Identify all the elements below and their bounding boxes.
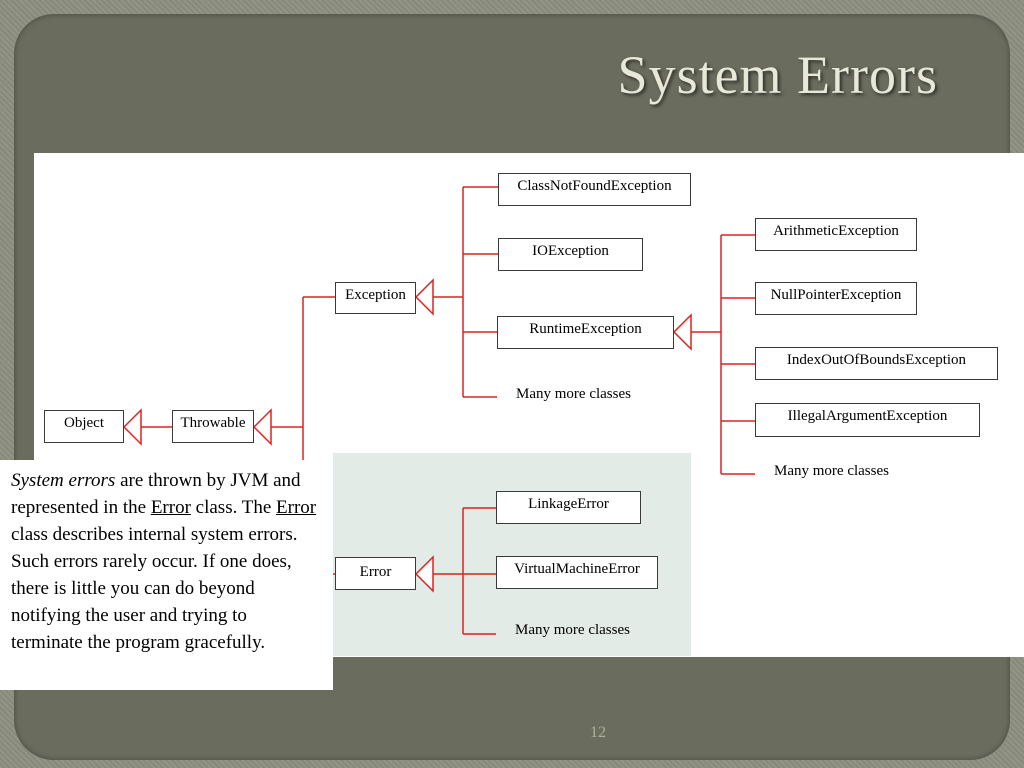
description-text-2: class. The (190, 497, 277, 518)
page-number: 12 (590, 724, 606, 741)
node-exception: Exception (335, 282, 416, 314)
node-nullpointerexception: NullPointerException (755, 282, 917, 315)
arrowhead-exception (414, 278, 434, 316)
description-text-3: class describes internal system errors. … (11, 524, 298, 653)
error-class-ref-2: Error (276, 497, 317, 518)
node-classnotfoundexception: ClassNotFoundException (498, 173, 691, 206)
arrowhead-throwable (252, 408, 272, 446)
slide-title: System Errors (617, 45, 938, 105)
node-arithmeticexception: ArithmeticException (755, 218, 917, 251)
error-class-ref-1: Error (150, 497, 191, 518)
node-object: Object (44, 410, 124, 443)
node-illegalargumentexception: IllegalArgumentException (755, 403, 980, 437)
many-more-runtime-classes: Many more classes (774, 463, 889, 479)
node-runtimeexception: RuntimeException (497, 316, 674, 349)
arrowhead-object (122, 408, 142, 446)
error-subtree-panel (333, 453, 691, 656)
arrowhead-runtime (672, 313, 692, 351)
node-throwable: Throwable (172, 410, 254, 443)
description-text-1: are thrown by JVM and represented in the (11, 470, 301, 518)
many-more-error-classes: Many more classes (515, 622, 630, 638)
node-virtualmachineerror: VirtualMachineError (496, 556, 658, 589)
node-indexoutofboundsexception: IndexOutOfBoundsException (755, 347, 998, 380)
description-textbox: System errors are thrown by JVM and repr… (0, 460, 333, 690)
node-linkageerror: LinkageError (496, 491, 641, 524)
arrowhead-error (414, 555, 434, 593)
node-ioexception: IOException (498, 238, 643, 271)
term-system-errors: System errors (11, 470, 116, 491)
node-error: Error (335, 557, 416, 590)
many-more-exception-classes: Many more classes (516, 386, 631, 402)
